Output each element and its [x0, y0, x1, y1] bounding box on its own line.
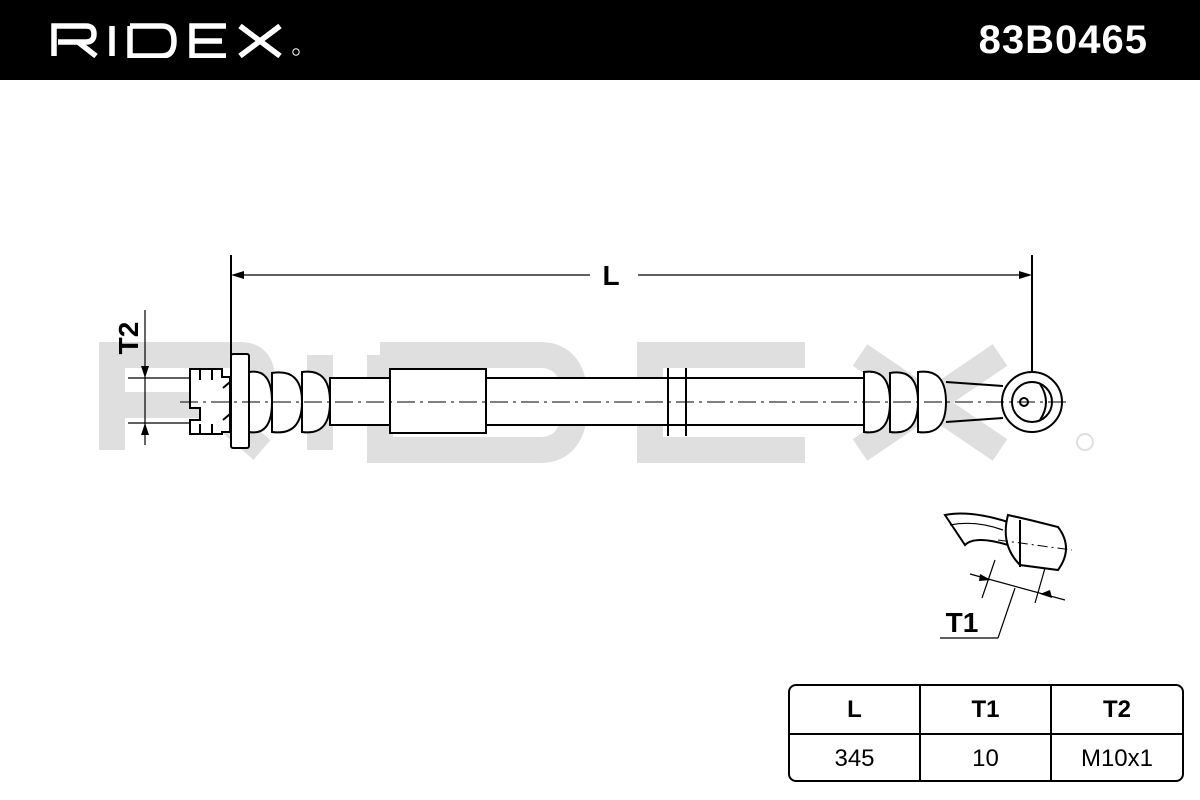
length-dimension [230, 255, 1033, 375]
header-t1: T1 [921, 686, 1052, 735]
fitting-label: T1 [946, 607, 979, 638]
ridex-logo [51, 23, 300, 58]
value-l: 345 [790, 735, 921, 780]
length-label: L [602, 260, 619, 291]
spec-table: L T1 T2 345 10 M10x1 [788, 684, 1184, 782]
thread-label: T2 [113, 322, 144, 355]
part-number: 83B0465 [978, 18, 1148, 62]
thread-dimension [128, 310, 195, 445]
hose [189, 353, 1063, 449]
value-t2: M10x1 [1080, 744, 1154, 772]
header-l: L [790, 686, 921, 735]
value-t1: 10 [921, 735, 1052, 780]
header-bar: 83B0465 [0, 0, 1200, 80]
fitting-detail [940, 512, 1073, 639]
header-t2: T2 [1052, 686, 1182, 735]
